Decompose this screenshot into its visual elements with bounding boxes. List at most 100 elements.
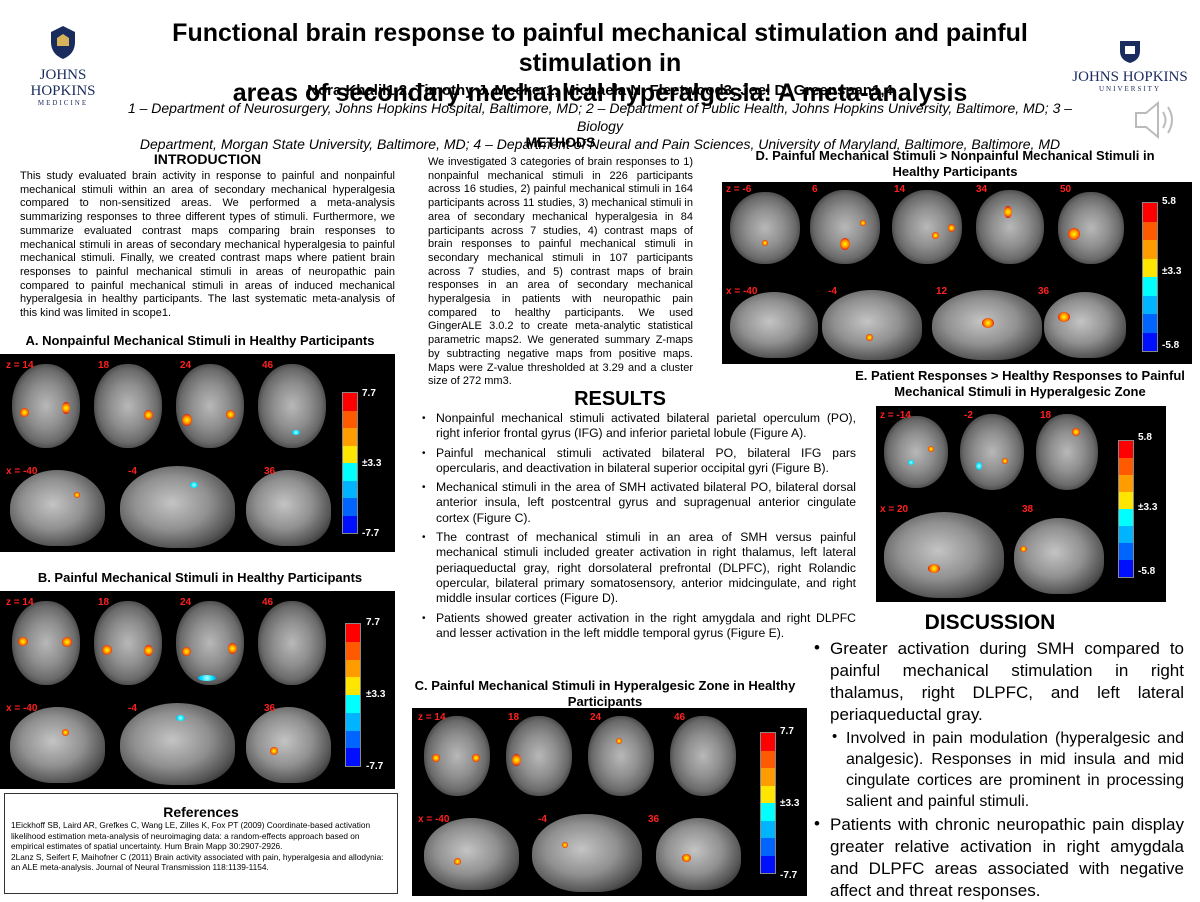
discussion-item: • Greater activation during SMH compared… <box>812 638 1184 726</box>
discussion-heading: DISCUSSION <box>924 611 1056 634</box>
brain-slice <box>246 707 331 783</box>
affil-line-2: Department, Morgan State University, Bal… <box>139 136 1061 152</box>
brain-slice <box>884 416 948 488</box>
brain-slice <box>810 190 880 264</box>
colorbar-max: 5.8 <box>1162 196 1176 207</box>
colorbar <box>760 732 776 874</box>
brain-slice <box>730 192 800 264</box>
slice-label: -4 <box>128 703 137 714</box>
figure-c-title: C. Painful Mechanical Stimuli in Hyperal… <box>414 678 796 709</box>
slice-label: 24 <box>180 360 192 371</box>
colorbar-threshold: ±3.3 <box>780 798 800 809</box>
logo-left-word: JOHNS HOPKINS <box>30 67 96 99</box>
slice-label: z = -14 <box>880 410 911 421</box>
colorbar-max: 7.7 <box>366 617 380 628</box>
introduction-heading: INTRODUCTION <box>153 151 262 167</box>
brain-slice <box>506 716 572 796</box>
slice-label: 46 <box>674 712 686 723</box>
poster-title: Functional brain response to painful mec… <box>110 18 1090 108</box>
results-item: Mechanical stimuli in the area of SMH ac… <box>422 480 856 526</box>
brain-slice <box>176 364 244 448</box>
reference-1: 1Eickhoff SB, Laird AR, Grefkes C, Wang … <box>11 820 371 851</box>
slice-label: x = 20 <box>880 504 909 515</box>
title-line-1: Functional brain response to painful mec… <box>172 19 1028 77</box>
results-item: Nonpainful mechanical stimuli activated … <box>422 411 856 442</box>
brain-slice <box>932 290 1042 360</box>
slice-label: -4 <box>828 286 837 297</box>
slice-label: 18 <box>98 597 110 608</box>
brain-slice <box>246 470 331 546</box>
figure-b-panel: z = 14 18 24 46 x = -40 -4 36 7.7 ±3.3 -… <box>0 591 395 789</box>
brain-slice <box>960 414 1024 490</box>
brain-slice <box>258 364 326 448</box>
shield-icon <box>51 26 75 59</box>
slice-label: -4 <box>538 814 547 825</box>
brain-slice <box>94 601 162 685</box>
brain-slice <box>12 601 80 685</box>
colorbar-min: -5.8 <box>1162 340 1180 351</box>
brain-slice <box>1014 518 1104 594</box>
discussion-item-text: Patients with chronic neuropathic pain d… <box>830 815 1184 900</box>
brain-slice <box>656 818 741 890</box>
brain-slice <box>532 814 642 892</box>
brain-slice <box>1058 192 1124 264</box>
johns-hopkins-university-logo: JOHNS HOPKINS UNIVERSITY <box>1070 38 1190 98</box>
slice-label: 36 <box>648 814 660 825</box>
colorbar-min: -7.7 <box>366 761 384 772</box>
brain-slice <box>10 470 105 546</box>
results-list: Nonpainful mechanical stimuli activated … <box>420 411 856 645</box>
bullet: • <box>814 814 820 833</box>
references-heading: References <box>163 804 239 820</box>
methods-heading: METHODS <box>525 134 596 150</box>
colorbar <box>342 392 358 534</box>
brain-slice <box>10 707 105 783</box>
slice-label: 46 <box>262 360 274 371</box>
slice-label: 36 <box>1038 286 1050 297</box>
slice-label: -4 <box>128 466 137 477</box>
bullet: • <box>814 638 820 657</box>
colorbar-threshold: ±3.3 <box>362 458 382 469</box>
brain-slice <box>976 190 1044 264</box>
colorbar <box>345 623 361 767</box>
colorbar-min: -5.8 <box>1138 566 1156 577</box>
slice-label: 34 <box>976 184 988 195</box>
figure-a-panel: z = 14 18 24 46 x = -40 -4 36 7.7 ±3.3 -… <box>0 354 395 552</box>
results-item: The contrast of mechanical stimuli in an… <box>422 530 856 606</box>
authors: Nora Khalil1,2, Timothy J. Meeker1, Mich… <box>307 82 893 99</box>
results-item: Painful mechanical stimuli activated bil… <box>422 446 856 477</box>
brain-slice <box>12 364 80 448</box>
brain-slice <box>94 364 162 448</box>
brain-slice <box>670 716 736 796</box>
figure-b-title: B. Painful Mechanical Stimuli in Healthy… <box>37 570 363 585</box>
figure-e-title: E. Patient Responses > Healthy Responses… <box>855 368 1185 399</box>
figure-a-title: A. Nonpainful Mechanical Stimuli in Heal… <box>25 333 375 348</box>
figure-e-panel: z = -14 -2 18 x = 20 38 5.8 ±3.3 -5.8 <box>876 406 1166 602</box>
slice-label: 24 <box>590 712 602 723</box>
speaker-icon[interactable] <box>1130 98 1180 142</box>
methods-text: We investigated 3 categories of brain re… <box>428 156 693 388</box>
colorbar-max: 7.7 <box>780 726 794 737</box>
colorbar-max: 7.7 <box>362 388 376 399</box>
figure-d-panel: z = -6 6 14 34 50 x = -40 -4 12 36 5.8 ±… <box>722 182 1192 364</box>
reference-2: 2Lanz S, Seifert F, Maihofner C (2011) B… <box>11 851 384 873</box>
slice-label: 24 <box>180 597 192 608</box>
colorbar <box>1118 440 1134 578</box>
brain-slice <box>424 818 519 890</box>
slice-label: z = 14 <box>6 360 34 371</box>
slice-label: 38 <box>1022 504 1034 515</box>
discussion-subitem: • Involved in pain modulation (hyperalge… <box>812 728 1184 812</box>
brain-slice <box>258 601 326 685</box>
bullet: • <box>832 728 838 745</box>
colorbar-threshold: ±3.3 <box>1162 266 1182 277</box>
brain-slice <box>424 716 490 796</box>
figure-d-title: D. Painful Mechanical Stimuli > Nonpainf… <box>755 148 1155 179</box>
slice-label: 6 <box>812 184 818 195</box>
brain-slice <box>1044 292 1126 358</box>
figure-c-panel: z = 14 18 24 46 x = -40 -4 36 7.7 ±3.3 -… <box>412 708 807 896</box>
johns-hopkins-medicine-logo: JOHNS HOPKINS MEDICINE <box>8 22 118 107</box>
colorbar-min: -7.7 <box>362 528 380 539</box>
discussion-list: • Greater activation during SMH compared… <box>812 638 1184 902</box>
logo-right-sub: UNIVERSITY <box>1099 85 1161 93</box>
logo-right-word: JOHNS HOPKINS <box>1072 69 1188 85</box>
references-box: References 1Eickhoff SB, Laird AR, Grefk… <box>4 793 398 894</box>
